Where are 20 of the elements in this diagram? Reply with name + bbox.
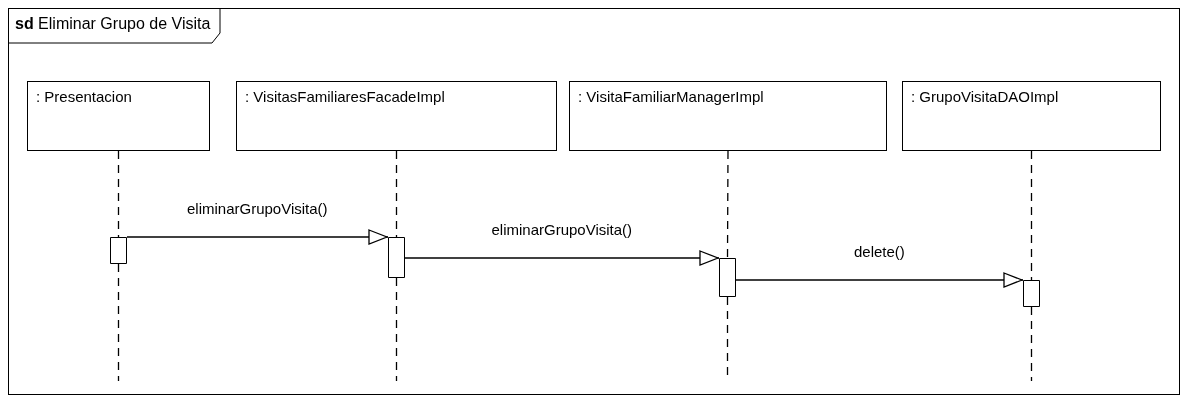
lifeline-head: : VisitaFamiliarManagerImpl	[569, 81, 887, 151]
frame-title: sd Eliminar Grupo de Visita	[15, 15, 211, 33]
message-arrow	[735, 272, 1024, 288]
message-arrow	[126, 229, 389, 245]
message-label: eliminarGrupoVisita()	[489, 221, 635, 238]
lifeline-head: : Presentacion	[27, 81, 210, 151]
activation-bar	[110, 237, 127, 264]
lifeline	[1030, 150, 1033, 281]
lifeline	[395, 150, 398, 238]
frame	[8, 8, 1180, 395]
activation-bar	[1023, 280, 1040, 307]
message-label: delete()	[852, 243, 907, 260]
lifeline	[117, 150, 120, 238]
activation-bar	[388, 237, 405, 278]
message-label: eliminarGrupoVisita()	[185, 200, 330, 217]
lifeline-head: : VisitasFamiliaresFacadeImpl	[236, 81, 557, 151]
message-arrow	[404, 250, 720, 266]
lifeline	[726, 150, 729, 259]
lifeline-head: : GrupoVisitaDAOImpl	[902, 81, 1161, 151]
activation-bar	[719, 258, 736, 297]
